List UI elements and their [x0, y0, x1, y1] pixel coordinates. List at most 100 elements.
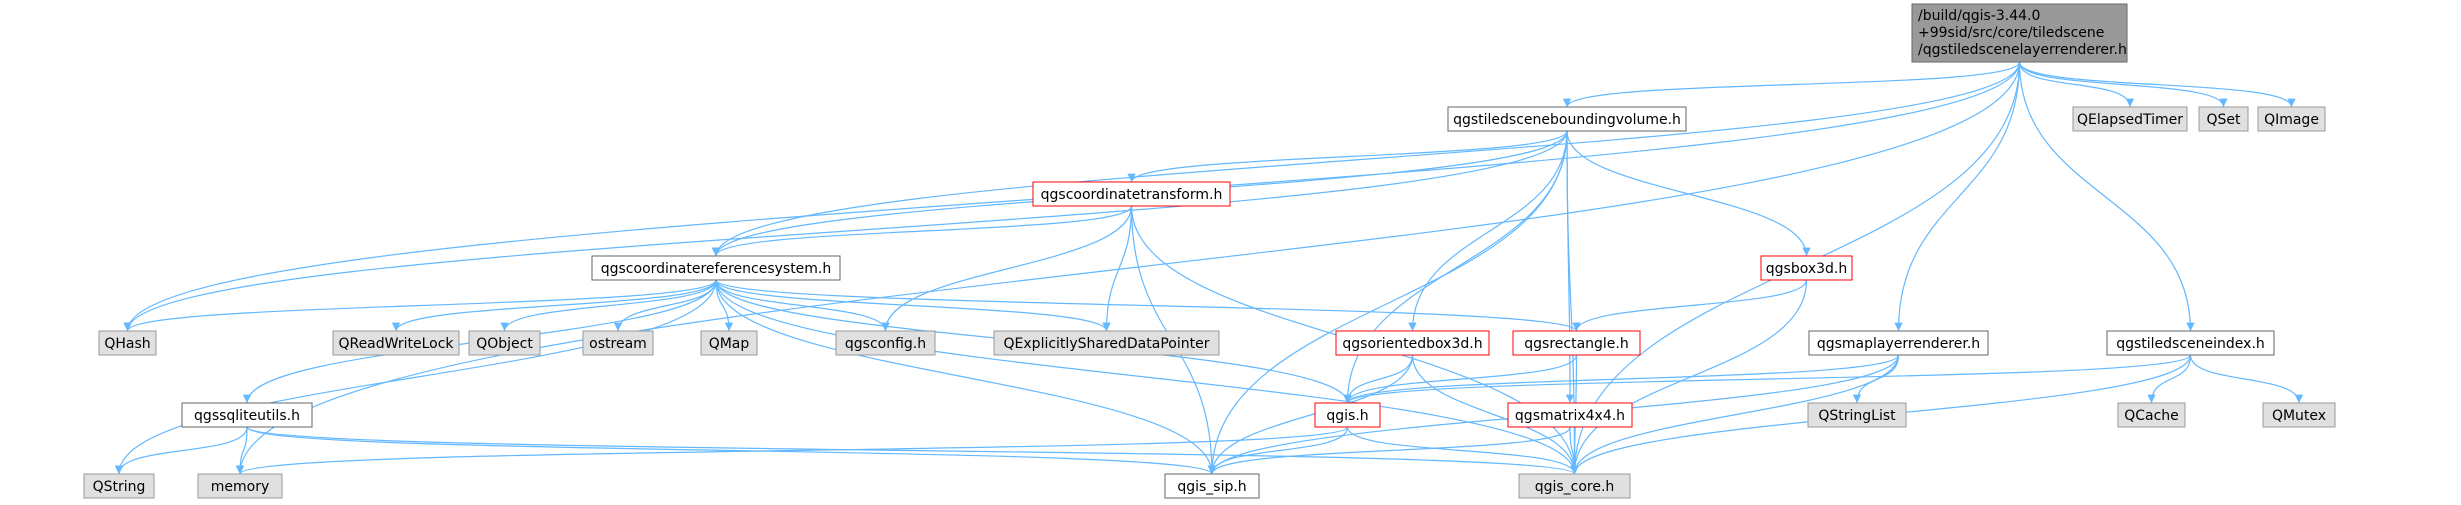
node-label-qgsconfig: qgsconfig.h [845, 336, 926, 352]
node-box-qmap [700, 330, 758, 356]
node-label-ostream: ostream [589, 336, 647, 352]
node-label-boundingvolume: qgstiledsceneboundingvolume.h [1453, 112, 1681, 128]
edge-maplayerrenderer-to-qgis [1343, 354, 1900, 404]
edge-crs-to-qobject [500, 279, 717, 332]
node-box-rectangle [1512, 330, 1641, 356]
edge-root-to-qimage [2018, 61, 2296, 108]
edge-orientedbox3d-to-core [1411, 354, 1579, 475]
node-box-qcache [2117, 402, 2186, 428]
node-box-qstringlist [1807, 402, 1907, 428]
edge-crs-to-qgsconfig [715, 279, 890, 332]
node-label-qreadwritelock: QReadWriteLock [338, 336, 454, 352]
node-box-coordinatetransform [1032, 181, 1231, 207]
node-label-memory: memory [211, 479, 270, 495]
node-label-sceneindex: qgstiledsceneindex.h [2116, 336, 2265, 352]
node-box-matrix4x4 [1507, 402, 1633, 428]
node-box-qgis [1314, 402, 1381, 428]
node-qexplicit: QExplicitlySharedDataPointer [993, 330, 1220, 356]
node-qcache: QCache [2117, 402, 2186, 428]
node-label-rectangle: qgsrectangle.h [1524, 336, 1628, 352]
node-matrix4x4[interactable]: qgsmatrix4x4.h [1507, 402, 1633, 428]
node-box-qgsconfig [835, 330, 936, 356]
node-label-box3d: qgsbox3d.h [1766, 261, 1848, 277]
node-box-box3d [1760, 255, 1853, 281]
node-qhash: QHash [98, 330, 157, 356]
node-label-qexplicit: QExplicitlySharedDataPointer [1004, 336, 1210, 352]
node-sqliteutils[interactable]: qgssqliteutils.h [181, 402, 313, 428]
node-box3d[interactable]: qgsbox3d.h [1760, 255, 1853, 281]
edge-root-to-memory [235, 61, 2021, 475]
node-root[interactable]: /build/qgis-3.44.0+99sid/src/core/tileds… [1911, 3, 2128, 63]
node-box-sceneindex [2106, 330, 2275, 356]
node-box-qstring [83, 473, 155, 499]
node-memory: memory [197, 473, 283, 499]
node-label-qobject: QObject [476, 336, 533, 352]
node-ostream: ostream [582, 330, 654, 356]
edge-orientedbox3d-to-qgis [1343, 354, 1414, 404]
node-label-root: /qgstiledscenelayerrenderer.h [1918, 42, 2127, 58]
node-sip[interactable]: qgis_sip.h [1164, 473, 1260, 499]
node-boundingvolume[interactable]: qgstiledsceneboundingvolume.h [1447, 106, 1687, 132]
edge-coordinatetransform-to-crs [711, 205, 1133, 257]
node-label-qstringlist: QStringList [1818, 408, 1896, 424]
node-box-boundingvolume [1447, 106, 1687, 132]
node-label-qcache: QCache [2124, 408, 2179, 424]
node-label-sip: qgis_sip.h [1177, 479, 1246, 495]
node-qstringlist: QStringList [1807, 402, 1907, 428]
node-box-memory [197, 473, 283, 499]
node-qgis[interactable]: qgis.h [1314, 402, 1381, 428]
edge-sceneindex-to-qgis [1343, 354, 2192, 404]
node-qelapsedtimer: QElapsedTimer [2072, 106, 2188, 132]
node-box-crs [591, 255, 841, 281]
edge-root-to-boundingvolume [1562, 61, 2021, 108]
node-maplayerrenderer[interactable]: qgsmaplayerrenderer.h [1808, 330, 1989, 356]
node-box-core [1518, 473, 1631, 499]
edge-sceneindex-to-qcache [2147, 354, 2192, 404]
node-label-qmutex: QMutex [2272, 408, 2326, 424]
edge-coordinatetransform-to-qgsconfig [881, 205, 1133, 332]
nodes-layer: /build/qgis-3.44.0+99sid/src/core/tileds… [83, 3, 2336, 499]
node-box-qobject [468, 330, 541, 356]
edge-orientedbox3d-to-sip [1207, 354, 1414, 475]
node-crs[interactable]: qgscoordinatereferencesystem.h [591, 255, 841, 281]
edge-crs-to-qhash [123, 279, 717, 332]
node-orientedbox3d[interactable]: qgsorientedbox3d.h [1335, 330, 1490, 356]
edge-boundingvolume-to-sip [1207, 130, 1568, 475]
node-box-sqliteutils [181, 402, 313, 428]
node-box-qmutex [2262, 402, 2336, 428]
edge-qgis-to-memory [236, 426, 1349, 475]
edge-coordinatetransform-to-qexplicit [1102, 205, 1133, 332]
node-label-orientedbox3d: qgsorientedbox3d.h [1342, 336, 1482, 352]
node-box-maplayerrenderer [1808, 330, 1989, 356]
edge-boundingvolume-to-orientedbox3d [1408, 130, 1568, 332]
edge-qgis-to-core [1346, 426, 1579, 475]
node-rectangle[interactable]: qgsrectangle.h [1512, 330, 1641, 356]
node-label-qelapsedtimer: QElapsedTimer [2077, 112, 2183, 128]
node-qimage: QImage [2257, 106, 2326, 132]
node-label-matrix4x4: qgsmatrix4x4.h [1515, 408, 1625, 424]
edges-layer [114, 61, 2304, 475]
node-label-qset: QSet [2206, 112, 2241, 128]
node-qmap: QMap [700, 330, 758, 356]
node-box-sip [1164, 473, 1260, 499]
node-label-coordinatetransform: qgscoordinatetransform.h [1041, 187, 1223, 203]
edge-crs-to-qstring [114, 279, 717, 475]
node-box-orientedbox3d [1335, 330, 1490, 356]
edge-box3d-to-rectangle [1572, 279, 1808, 332]
node-coordinatetransform[interactable]: qgscoordinatetransform.h [1032, 181, 1231, 207]
edge-crs-to-qreadwritelock [391, 279, 717, 332]
node-qstring: QString [83, 473, 155, 499]
edge-rectangle-to-qgis [1343, 354, 1578, 404]
node-qgsconfig: qgsconfig.h [835, 330, 936, 356]
node-box-qelapsedtimer [2072, 106, 2188, 132]
edge-boundingvolume-to-box3d [1566, 130, 1811, 257]
node-sceneindex[interactable]: qgstiledsceneindex.h [2106, 330, 2275, 356]
node-label-qhash: QHash [104, 336, 150, 352]
edge-sqliteutils-to-core [246, 426, 1579, 475]
node-box-root [1911, 3, 2128, 63]
node-core: qgis_core.h [1518, 473, 1631, 499]
edge-boundingvolume-to-coordinatetransform [1127, 130, 1568, 183]
node-label-root: /build/qgis-3.44.0 [1918, 8, 2040, 24]
node-label-qgis: qgis.h [1326, 408, 1368, 424]
edge-sqliteutils-to-qstring [114, 426, 248, 475]
